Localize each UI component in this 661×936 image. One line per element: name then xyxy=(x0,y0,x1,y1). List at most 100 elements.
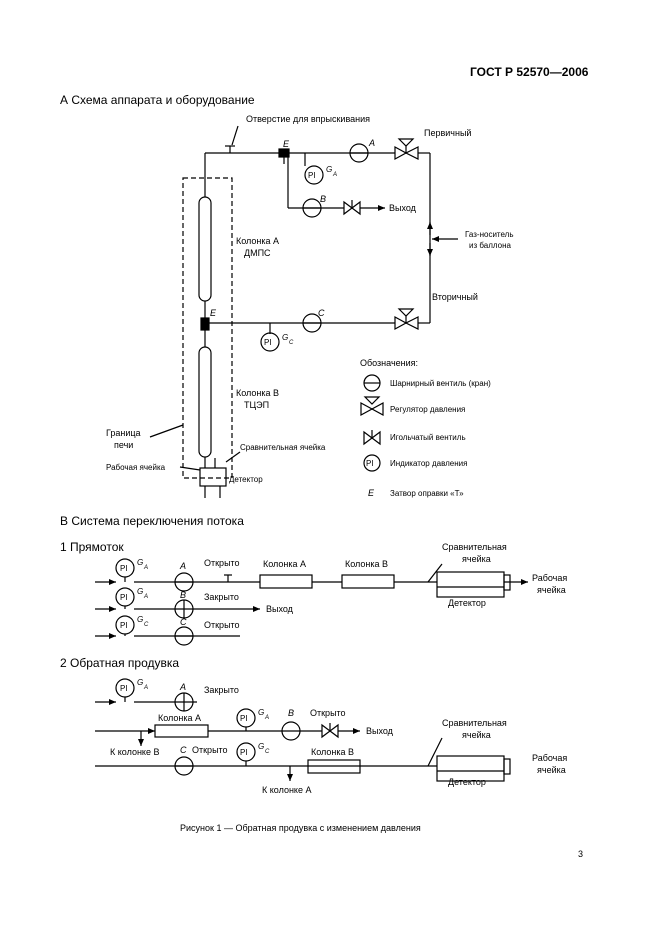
section-b1-title: 1 Прямоток xyxy=(60,540,124,554)
carrier-gas-label-2: из баллона xyxy=(469,241,512,250)
page-number: 3 xyxy=(578,849,584,859)
b1-column-a-label: Колонка А xyxy=(263,559,306,569)
inlet-label: Отверстие для впрыскивания xyxy=(246,114,370,124)
detector-label: Детектор xyxy=(229,475,263,484)
b2-work-cell-2: ячейка xyxy=(537,765,566,775)
primary-label: Первичный xyxy=(424,128,471,138)
tee-e-mid-label: E xyxy=(210,308,217,318)
b1-closed-label: Закрыто xyxy=(204,592,239,602)
oven-boundary-label: Граница xyxy=(106,428,141,438)
exit-label: Выход xyxy=(389,203,417,213)
legend-pi-symbol: PI xyxy=(366,459,374,468)
column-b-label-2: ТЦЭП xyxy=(244,400,269,410)
legend-pressure-indicator: Индикатор давления xyxy=(390,459,467,468)
b1-work-cell-2: ячейка xyxy=(537,585,566,595)
b2-column-a xyxy=(154,724,209,738)
legend-e-symbol: E xyxy=(368,488,375,498)
b1-valve-a: A xyxy=(179,561,186,571)
column-b-label: Колонка В xyxy=(236,388,279,398)
b1-column-a xyxy=(259,574,313,589)
ref-cell-label: Сравнительная ячейка xyxy=(240,443,326,452)
b2-work-cell: Рабочая xyxy=(532,753,567,763)
b1-pi-b: PI xyxy=(120,593,128,602)
b1-detector xyxy=(436,571,505,598)
ga-sub: A xyxy=(332,172,337,178)
b2-valve-c: C xyxy=(180,745,187,755)
b1-gc: G xyxy=(137,615,143,624)
diagram-b2 xyxy=(95,678,511,782)
b2-pi-ga: PI xyxy=(240,714,248,723)
diagram-a-labels: Отверстие для впрыскивания Первичный Вто… xyxy=(106,114,514,484)
b1-pi-c: PI xyxy=(120,621,128,630)
b1-valve-c: C xyxy=(180,617,187,627)
b2-ga-2: G xyxy=(258,708,264,717)
pi-ga-text: PI xyxy=(308,171,316,180)
b2-ga: G xyxy=(137,678,143,687)
b2-to-col-b: К колонке В xyxy=(110,747,159,757)
legend xyxy=(360,374,384,472)
b2-column-a-label: Колонка А xyxy=(158,713,201,723)
b1-ref-cell-2: ячейка xyxy=(462,554,491,564)
b2-pi-a: PI xyxy=(120,684,128,693)
legend-ball-valve: Шарнирный вентиль (кран) xyxy=(390,379,491,388)
b2-ref-cell-2: ячейка xyxy=(462,730,491,740)
b2-to-col-a: К колонке А xyxy=(262,785,311,795)
b1-work-cell: Рабочая xyxy=(532,573,567,583)
oven-boundary-label-2: печи xyxy=(114,440,133,450)
valve-a-label: A xyxy=(368,138,375,148)
diagram-b1-labels: PI G A A Открыто Колонка А Колонка В Сра… xyxy=(120,542,567,630)
b1-detector-label: Детектор xyxy=(448,598,486,608)
section-b2-title: 2 Обратная продувка xyxy=(60,656,180,670)
b1-ga-2: G xyxy=(137,587,143,596)
b2-open-c-label: Открыто xyxy=(192,745,228,755)
legend-labels: Обозначения: Шарнирный вентиль (кран) Ре… xyxy=(360,358,491,498)
b2-ga-sub: A xyxy=(143,685,148,691)
diagram-b1 xyxy=(95,558,528,646)
b2-column-b xyxy=(307,759,361,774)
b1-exit-label: Выход xyxy=(266,604,294,614)
gc-label: G xyxy=(282,333,288,342)
legend-regulator: Регулятор давления xyxy=(390,405,465,414)
valve-b-label: B xyxy=(320,194,326,204)
b2-valve-b: B xyxy=(288,708,294,718)
b2-gc: G xyxy=(258,742,264,751)
b2-gc-sub: C xyxy=(265,749,270,755)
legend-tee-nut: Затвор оправки «Т» xyxy=(390,489,464,498)
work-cell-label: Рабочая ячейка xyxy=(106,463,166,472)
column-a-label: Колонка А xyxy=(236,236,279,246)
gc-sub: C xyxy=(289,340,294,346)
column-a xyxy=(198,196,212,302)
b2-ref-cell: Сравнительная xyxy=(442,718,507,728)
secondary-label: Вторичный xyxy=(432,292,478,302)
b1-pi-a: PI xyxy=(120,564,128,573)
carrier-gas-label: Газ-носитель xyxy=(465,230,514,239)
b1-valve-b: B xyxy=(180,590,186,600)
pi-gc-text: PI xyxy=(264,338,272,347)
b1-open-label: Открыто xyxy=(204,558,240,568)
column-b xyxy=(198,346,212,458)
b2-closed-label: Закрыто xyxy=(204,685,239,695)
tee-e-top-label: E xyxy=(283,139,290,149)
b2-open-label: Открыто xyxy=(310,708,346,718)
section-b-title: В Система переключения потока xyxy=(60,514,244,528)
diagram-a xyxy=(149,125,458,498)
b2-valve-a: A xyxy=(179,682,186,692)
b2-pi-gc: PI xyxy=(240,748,248,757)
legend-needle-valve: Игольчатый вентиль xyxy=(390,433,466,442)
b1-ga-sub-2: A xyxy=(143,594,148,600)
figure-caption: Рисунок 1 — Обратная продувка с изменени… xyxy=(180,823,421,833)
b1-column-b-label: Колонка В xyxy=(345,559,388,569)
ga-label: G xyxy=(326,165,332,174)
standard-number: ГОСТ Р 52570—2006 xyxy=(470,65,589,79)
b1-ga-sub: A xyxy=(143,565,148,571)
diagram-b2-labels: PI G A A Закрыто Колонка А PI G A B Откр… xyxy=(110,678,567,795)
valve-c-label: C xyxy=(318,308,325,318)
b1-open-c-label: Открыто xyxy=(204,620,240,630)
section-a-title: А Схема аппарата и оборудование xyxy=(60,93,255,107)
b1-ga: G xyxy=(137,558,143,567)
b1-gc-sub: C xyxy=(144,622,149,628)
b2-column-b-label: Колонка В xyxy=(311,747,354,757)
b1-column-b xyxy=(341,574,395,589)
b2-exit-label: Выход xyxy=(366,726,394,736)
